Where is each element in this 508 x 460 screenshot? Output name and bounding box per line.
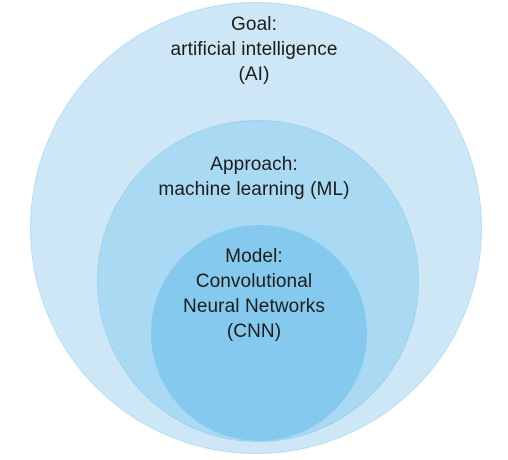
goal-text-line-1: artificial intelligence — [170, 39, 338, 60]
approach-label: Approach: machine learning (ML) — [0, 152, 508, 202]
approach-text-line-1: machine learning (ML) — [158, 179, 350, 200]
model-text-line-3: (CNN) — [226, 321, 282, 342]
goal-label: Goal: artificial intelligence (AI) — [0, 12, 508, 87]
goal-text-line-2: (AI) — [238, 64, 270, 85]
model-text-line-2: Neural Networks — [183, 296, 325, 317]
model-text-line-1: Convolutional — [195, 271, 313, 292]
model-heading: Model: — [225, 246, 283, 267]
inner-circle-cnn — [151, 225, 367, 441]
goal-heading: Goal: — [231, 14, 277, 35]
model-label: Model: Convolutional Neural Networks (CN… — [0, 244, 508, 344]
approach-heading: Approach: — [210, 154, 298, 175]
